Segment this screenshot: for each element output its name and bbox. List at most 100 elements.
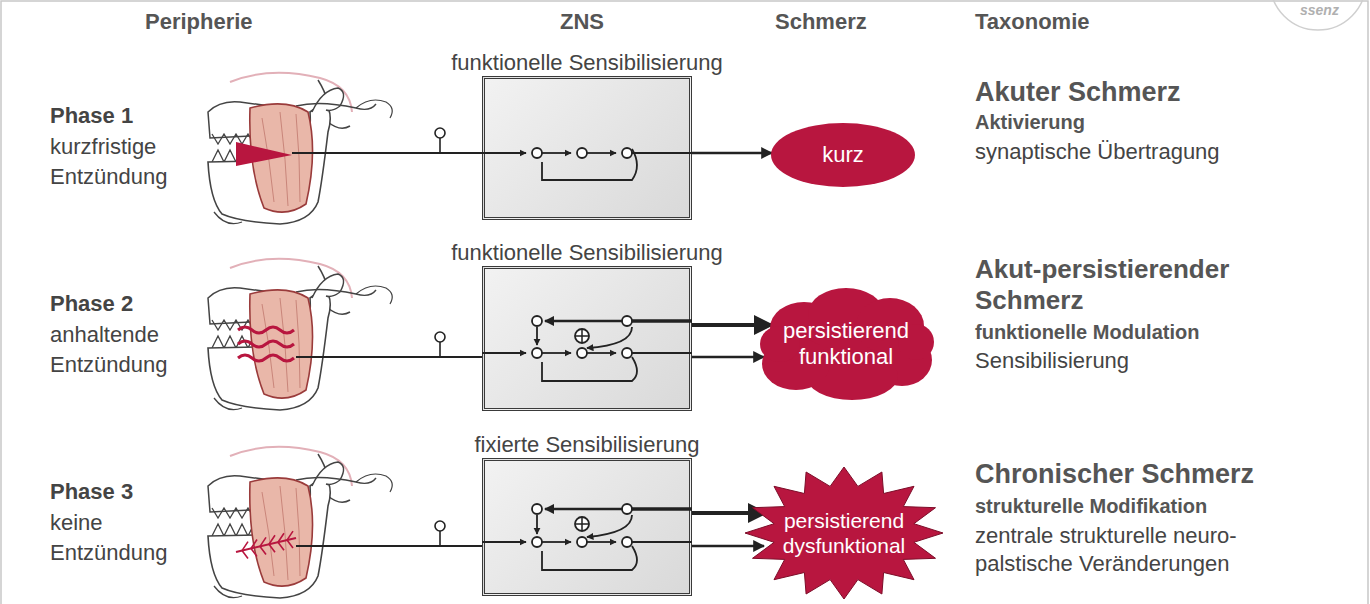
- neuron-link: [542, 152, 571, 154]
- neuron-link: [545, 320, 632, 323]
- phase-title: Phase 2: [50, 290, 133, 318]
- column-header: ZNS: [560, 8, 604, 36]
- cns-heading: funktionelle Sensibilisierung: [451, 240, 723, 266]
- neuron-circuit: [482, 504, 692, 570]
- inflammation-waves: [238, 327, 294, 361]
- star-shape: [745, 467, 943, 599]
- phase-title: Phase 1: [50, 102, 133, 130]
- afferent-line: [292, 152, 485, 154]
- neuron-link: [587, 352, 616, 354]
- neuron-link: [545, 508, 632, 511]
- jaw-illustration: [208, 259, 392, 410]
- neuron: [532, 348, 542, 358]
- phase-description: kurzfristige Entzündung: [50, 132, 200, 191]
- cns-box: funktionelle Sensibilisierung: [482, 50, 692, 220]
- column-header: Schmerz: [775, 8, 867, 36]
- synapse-symbol: [439, 342, 441, 357]
- taxonomy-detail: zentrale strukturelle neuro- palstische …: [975, 522, 1305, 577]
- neuron: [532, 316, 542, 326]
- plus-symbol: [575, 517, 589, 531]
- star-shape: [744, 466, 944, 600]
- taxonomy-mechanism: strukturelle Modifikation: [975, 494, 1207, 519]
- neuron: [622, 537, 632, 547]
- neuron-link: [587, 327, 632, 348]
- watermark: ssenz: [1300, 2, 1339, 20]
- neuron-circuit: [482, 316, 692, 381]
- watermark-stamp: [1270, 0, 1366, 30]
- taxonomy-detail: synaptische Übertragung: [975, 138, 1220, 166]
- neuron-link: [482, 352, 526, 354]
- cns-circuit: [482, 76, 692, 220]
- taxonomy-title: Chronischer Schmerz: [975, 458, 1254, 492]
- neuron-link: [587, 541, 616, 543]
- inflammation-mark: [236, 142, 292, 166]
- neuron: [577, 348, 587, 358]
- neuron-link: [536, 515, 538, 534]
- cns-frame: [482, 76, 692, 220]
- neuron-link: [632, 152, 692, 154]
- column-header: Peripherie: [145, 8, 253, 36]
- neuron: [622, 148, 632, 158]
- synapse-symbol: [435, 128, 445, 138]
- synapse-symbol: [439, 531, 441, 546]
- scar-mark: [236, 531, 296, 559]
- synapse-symbol: [435, 521, 445, 531]
- phase-description: anhaltende Entzündung: [50, 320, 200, 379]
- cns-circuit: [482, 266, 692, 411]
- neuron: [622, 316, 632, 326]
- ellipse-shape: [771, 123, 915, 187]
- neuron-link: [632, 507, 692, 510]
- neuron: [622, 504, 632, 514]
- neuron-link: [587, 515, 632, 537]
- synapse-symbol: [435, 332, 445, 342]
- cns-box: funktionelle Sensibilisierung: [482, 240, 692, 411]
- cns-heading: funktionelle Sensibilisierung: [451, 50, 723, 76]
- neuron: [577, 148, 587, 158]
- connector: [692, 511, 766, 515]
- taxonomy-mechanism: funktionelle Modulation: [975, 320, 1199, 345]
- pain-text-box: persistierend funktional: [756, 284, 936, 404]
- neuron-link: [632, 541, 692, 543]
- pain-shape: kurz: [770, 122, 916, 188]
- synapse-symbol: [439, 138, 441, 153]
- neuron-link: [536, 327, 538, 345]
- neuron-link: [542, 357, 637, 381]
- taxonomy-mechanism: Aktivierung: [975, 110, 1085, 135]
- jaw-illustration: [208, 73, 392, 224]
- neuron: [622, 348, 632, 358]
- taxonomy-title: Akut-persistierender Schmerz: [975, 254, 1305, 316]
- neuron-link: [542, 352, 571, 354]
- jaw-illustration: [208, 447, 392, 598]
- pain-shape: persistierend funktional: [756, 284, 936, 404]
- phase-description: keine Entzündung: [50, 508, 200, 567]
- neuron: [532, 148, 542, 158]
- pain-label: persistierend funktional: [776, 318, 916, 371]
- plus-symbol: [575, 329, 589, 343]
- cns-frame: [482, 266, 692, 411]
- afferent-line: [296, 356, 485, 358]
- taxonomy-detail: Sensibilisierung: [975, 347, 1129, 375]
- cns-box: fixierte Sensibilisierung: [482, 432, 692, 596]
- pain-text-box: kurz: [770, 122, 916, 188]
- neuron-link: [587, 152, 616, 154]
- column-header: Taxonomie: [975, 8, 1090, 36]
- neuron-link: [632, 319, 692, 322]
- neuron-link: [482, 152, 526, 154]
- neuron: [532, 537, 542, 547]
- cns-frame: [482, 458, 692, 596]
- neuron-link: [482, 541, 526, 543]
- phase-title: Phase 3: [50, 478, 133, 506]
- pain-label: persistierend dysfunktional: [764, 508, 924, 558]
- neuron: [532, 504, 542, 514]
- neuron-link: [542, 541, 571, 543]
- cns-heading: fixierte Sensibilisierung: [475, 432, 700, 458]
- connector: [692, 356, 764, 358]
- afferent-line: [296, 545, 485, 547]
- connector: [692, 323, 772, 327]
- pain-text-box: persistierend dysfunktional: [744, 466, 944, 600]
- connector: [692, 152, 772, 154]
- pain-shape: persistierend dysfunktional: [744, 466, 944, 600]
- connector: [692, 545, 764, 547]
- taxonomy-title: Akuter Schmerz: [975, 76, 1181, 110]
